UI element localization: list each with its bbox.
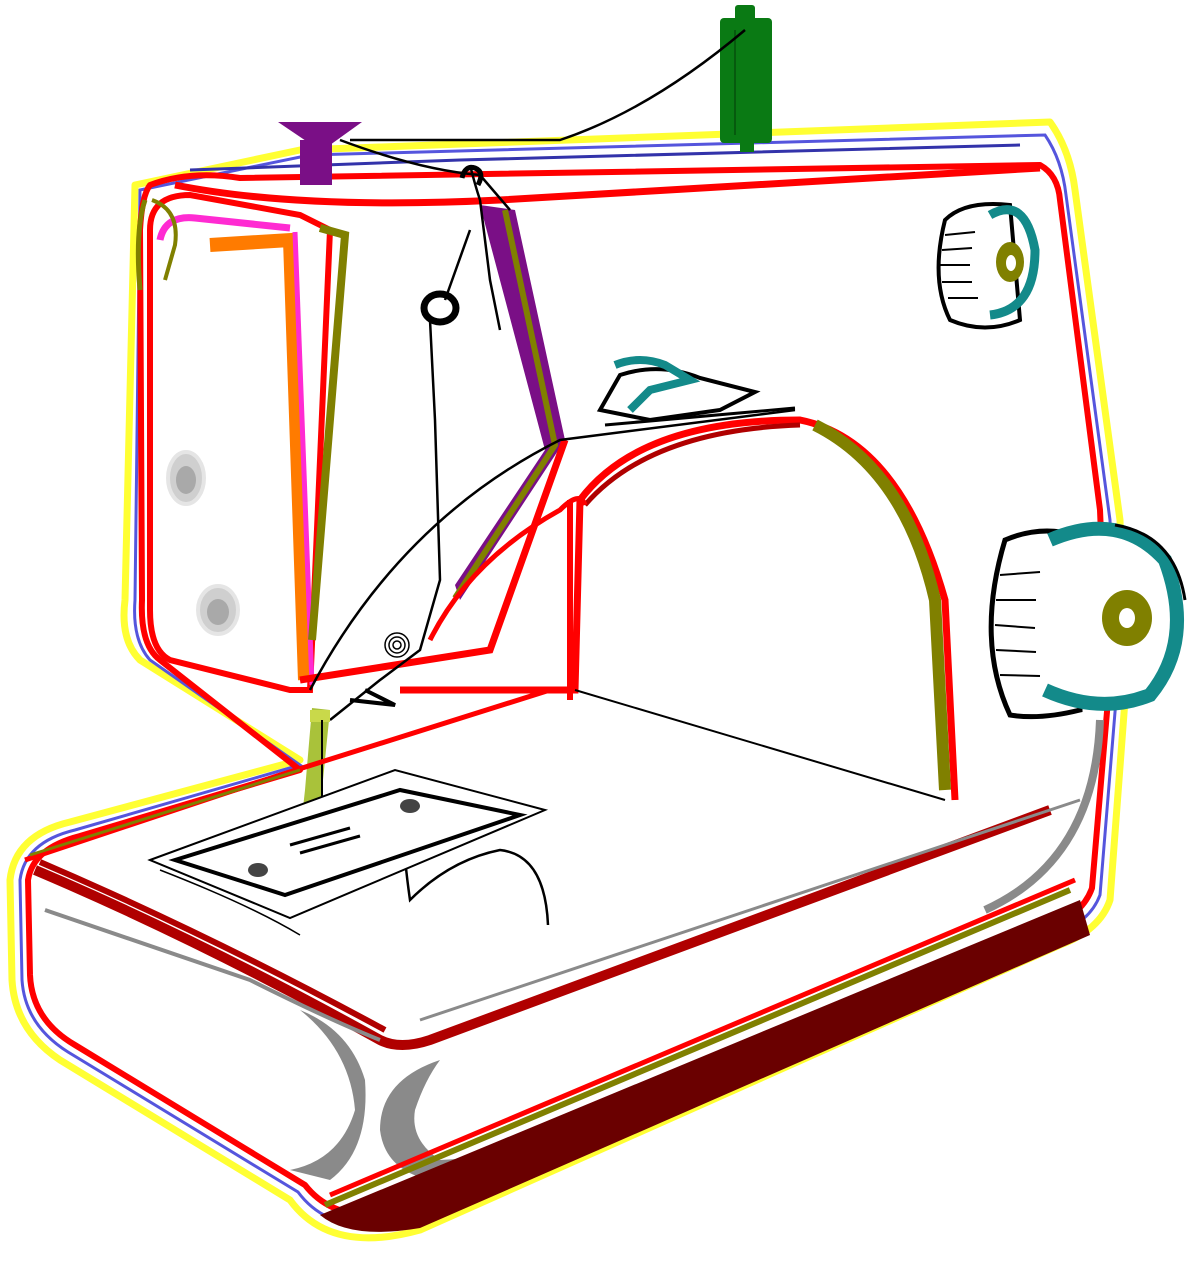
handwheel-icon [988,521,1187,720]
stitch-dial-icon [936,202,1040,330]
needle-plate [147,768,549,920]
arm-inner-olive [812,419,951,791]
machine-base [24,687,1104,1232]
base-shadow-right [380,1060,600,1180]
thread-spool-icon [720,5,772,152]
thread-guide-loop [420,165,484,326]
tension-spiral [384,632,410,658]
bobbin-winder [596,356,796,427]
arm-inner-edge [400,416,959,801]
top-arm-edge [174,164,1041,207]
body-outline-yellow [6,118,1129,1242]
machine-head [135,191,350,693]
base-shadow-left [290,1010,366,1180]
body-outline-blue [18,133,1118,1228]
body-outline-red [25,162,1111,1219]
top-arm-edge-blue [189,143,1021,172]
spool-pin-icon [278,122,362,185]
